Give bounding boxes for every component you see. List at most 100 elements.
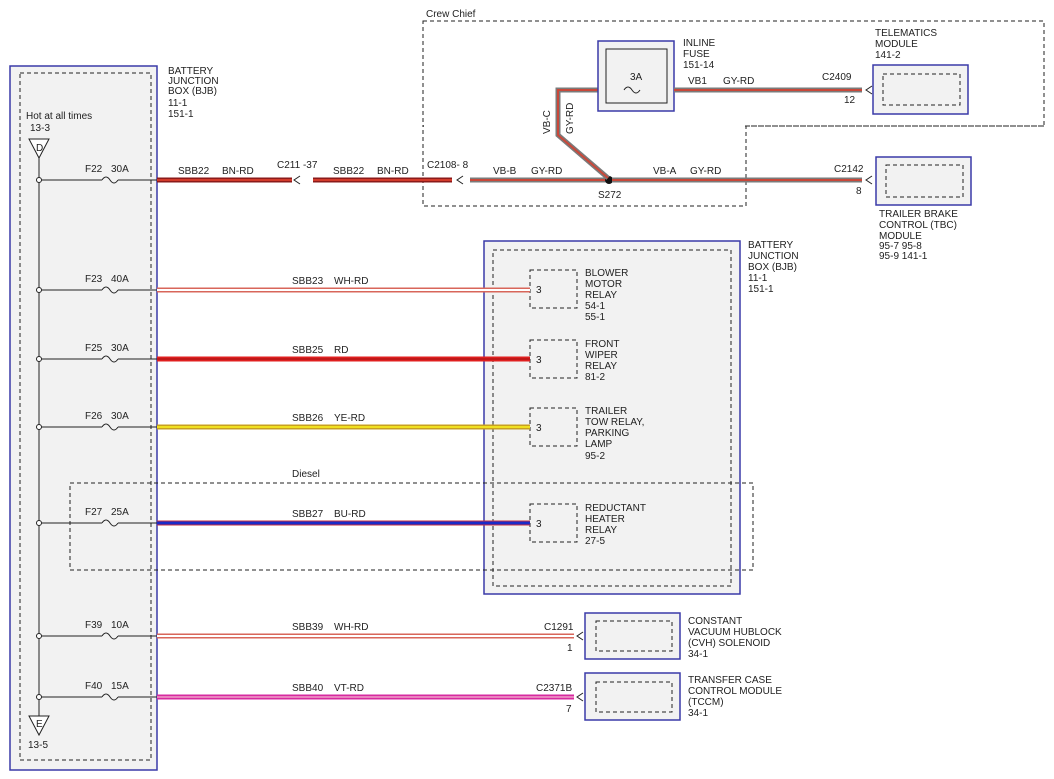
cvh-module bbox=[584, 612, 681, 660]
inline-fuse-title-2: FUSE bbox=[683, 49, 710, 60]
fuse-f26-id: F26 bbox=[85, 411, 103, 422]
bjb-left-title-2: JUNCTION bbox=[168, 76, 219, 87]
trailer-tow-relay-line-4: LAMP bbox=[585, 439, 613, 450]
trailer-brake-title-4: 95-7 95-8 bbox=[879, 241, 922, 252]
trailer-brake-title-1: TRAILER BRAKE bbox=[879, 209, 958, 220]
crew-chief-label: Crew Chief bbox=[426, 9, 476, 20]
c2142-label: C2142 bbox=[834, 164, 864, 175]
hot-ref: 13-3 bbox=[30, 123, 50, 134]
fuse-row-f26: F26 30A bbox=[36, 411, 157, 431]
vba-circuit: VB-A bbox=[653, 166, 677, 177]
c1291-label: C1291 bbox=[544, 622, 574, 633]
bjb-right-title-1: BATTERY bbox=[748, 240, 794, 251]
tccm-title-3: (TCCM) bbox=[688, 697, 724, 708]
telematics-module bbox=[872, 64, 969, 115]
fuse-f25-rating: 30A bbox=[111, 343, 129, 354]
blower-relay-line-2: MOTOR bbox=[585, 279, 622, 290]
reductant-relay-line-4: 27-5 bbox=[585, 536, 605, 547]
diesel-label: Diesel bbox=[292, 469, 320, 480]
bjb-right-title-2: JUNCTION bbox=[748, 251, 799, 262]
sbb26-circuit: SBB26 bbox=[292, 413, 324, 424]
fuse-f23-rating: 40A bbox=[111, 274, 129, 285]
reductant-relay-line-2: HEATER bbox=[585, 514, 625, 525]
c2142-pin: 8 bbox=[856, 186, 862, 197]
blower-relay-pin: 3 bbox=[536, 285, 542, 296]
sbb25-color: RD bbox=[334, 345, 348, 356]
vbc-circuit: VB-C bbox=[542, 110, 553, 134]
fuse-row-f39: F39 10A bbox=[36, 620, 157, 640]
bjb-left-title-4: 11-1 bbox=[168, 98, 188, 109]
c2371b-arrow-icon bbox=[576, 692, 584, 702]
telematics-inner bbox=[882, 73, 961, 106]
vb1-circuit: VB1 bbox=[688, 76, 707, 87]
bottom-ref: 13-5 bbox=[28, 740, 48, 751]
connector-d-label: D bbox=[36, 143, 43, 154]
trailer-tow-relay-line-2: TOW RELAY, bbox=[585, 417, 644, 428]
fuse-f26-rating: 30A bbox=[111, 411, 129, 422]
telematics-title-1: TELEMATICS bbox=[875, 28, 937, 39]
c2371b-label: C2371B bbox=[536, 683, 572, 694]
wiper-relay-line-3: RELAY bbox=[585, 361, 617, 372]
trailer-tow-relay-line-5: 95-2 bbox=[585, 451, 605, 462]
bjb-right-inner bbox=[492, 249, 732, 587]
c2108-arrow-icon bbox=[456, 175, 464, 185]
telematics-title-3: 141-2 bbox=[875, 50, 901, 61]
fuse-f39-rating: 10A bbox=[111, 620, 129, 631]
vbb-circuit: VB-B bbox=[493, 166, 517, 177]
trailer-brake-title-5: 95-9 141-1 bbox=[879, 251, 928, 262]
c2371b-pin: 7 bbox=[566, 704, 572, 715]
fuse-row-f40: F40 15A bbox=[36, 681, 157, 701]
blower-relay-line-4: 54-1 bbox=[585, 301, 605, 312]
bjb-left-title-3: BOX (BJB) bbox=[168, 86, 217, 97]
bjb-left-inner bbox=[19, 72, 152, 761]
fuse-f25-id: F25 bbox=[85, 343, 103, 354]
fuse-row-f23: F23 40A bbox=[36, 274, 157, 294]
trailer-tow-relay-line-3: PARKING bbox=[585, 428, 629, 439]
fuse-f22-rating: 30A bbox=[111, 164, 129, 175]
wire-vbc-stripe bbox=[557, 89, 609, 179]
bjb-right-title-4: 11-1 bbox=[748, 273, 768, 284]
bjb-right-title-3: BOX (BJB) bbox=[748, 262, 797, 273]
trailer-brake-module bbox=[875, 156, 972, 206]
bjb-right-title-5: 151-1 bbox=[748, 284, 774, 295]
sbb23-color: WH-RD bbox=[334, 276, 368, 287]
vb1-color: GY-RD bbox=[723, 76, 754, 87]
c2409-pin: 12 bbox=[844, 95, 856, 106]
inline-fuse-title-1: INLINE bbox=[683, 38, 716, 49]
connector-d-icon bbox=[28, 138, 50, 160]
sbb39-circuit: SBB39 bbox=[292, 622, 324, 633]
fuse-row-f27: F27 25A bbox=[36, 507, 157, 527]
c2409-arrow-icon bbox=[865, 85, 873, 95]
fuse-f39-id: F39 bbox=[85, 620, 103, 631]
sbb27-color: BU-RD bbox=[334, 509, 366, 520]
fuse-row-f22: F22 30A bbox=[36, 164, 157, 184]
sbb22-circuit-a: SBB22 bbox=[178, 166, 210, 177]
fuse-f40-id: F40 bbox=[85, 681, 103, 692]
cvh-title-1: CONSTANT bbox=[688, 616, 742, 627]
bjb-left-box bbox=[9, 65, 158, 771]
tccm-module bbox=[584, 672, 681, 721]
tccm-title-1: TRANSFER CASE bbox=[688, 675, 772, 686]
inline-fuse-box bbox=[597, 40, 675, 112]
fuse-f23-id: F23 bbox=[85, 274, 103, 285]
sbb39-color: WH-RD bbox=[334, 622, 368, 633]
c1291-arrow-icon bbox=[576, 631, 584, 641]
sbb40-color: VT-RD bbox=[334, 683, 364, 694]
inline-fuse-title-3: 151-14 bbox=[683, 60, 715, 71]
inline-fuse-icon bbox=[623, 86, 641, 94]
sbb22-circuit-b: SBB22 bbox=[333, 166, 365, 177]
trailer-brake-title-2: CONTROL (TBC) bbox=[879, 220, 957, 231]
trailer-tow-relay-line-1: TRAILER bbox=[585, 406, 627, 417]
fuse-f27-rating: 25A bbox=[111, 507, 129, 518]
cvh-title-4: 34-1 bbox=[688, 649, 708, 660]
fuse-row-f25: F25 30A bbox=[36, 343, 157, 363]
reductant-relay-line-1: REDUCTANT bbox=[585, 503, 646, 514]
telematics-title-2: MODULE bbox=[875, 39, 918, 50]
tccm-title-4: 34-1 bbox=[688, 708, 708, 719]
vbb-color: GY-RD bbox=[531, 166, 562, 177]
reductant-relay-pin: 3 bbox=[536, 519, 542, 530]
vbc-color: GY-RD bbox=[565, 103, 576, 134]
sbb22-color-a: BN-RD bbox=[222, 166, 254, 177]
blower-relay-line-1: BLOWER bbox=[585, 268, 628, 279]
bjb-left-title-1: BATTERY bbox=[168, 66, 214, 77]
